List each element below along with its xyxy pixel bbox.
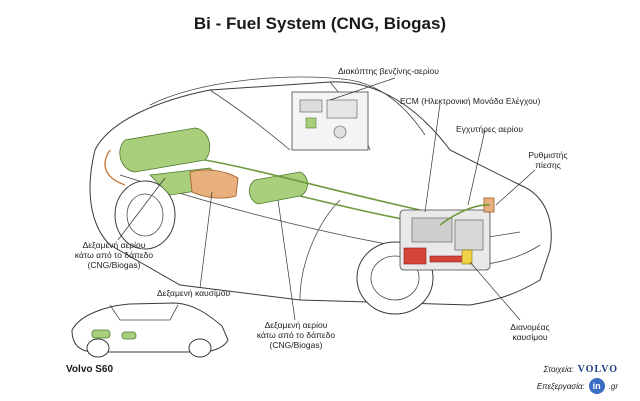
credit-data: Στοιχεία: VOLVO: [544, 364, 618, 375]
credit-processing-label: Επεξεργασία:: [536, 381, 585, 391]
label-fuel-gas-switch: Διακόπτης βενζίνης-αερίου: [338, 66, 439, 76]
label-ecm: ECM (Ηλεκτρονική Μονάδα Ελέγχου): [400, 96, 541, 106]
label-fuel-distributor: Διανομέας καυσίμου: [510, 322, 550, 342]
inset-car: [71, 302, 229, 358]
credit-data-label: Στοιχεία:: [543, 365, 574, 374]
credit-processing-suffix: .gr: [608, 381, 618, 391]
label-pressure-regulator: Ρυθμιστής πίεσης: [528, 150, 568, 170]
credit-processing: Επεξεργασία: in .gr: [537, 378, 618, 394]
in-gr-logo-icon: in: [588, 378, 605, 394]
label-gas-tank-left: Δεξαμενή αερίου κάτω από το δάπεδο (CNG/…: [74, 240, 154, 270]
volvo-logo: VOLVO: [577, 364, 618, 375]
switch-inset: [291, 91, 369, 151]
car-model: Volvo S60: [66, 364, 114, 375]
engine: [399, 197, 495, 271]
leader-lines: [117, 77, 536, 321]
label-gas-tank-center: Δεξαμενή αερίου κάτω από το δάπεδο (CNG/…: [256, 320, 336, 350]
diagram-title: Bi - Fuel System (CNG, Biogas): [193, 14, 447, 33]
label-fuel-tank: Δεξαμενή καυσίμου: [157, 288, 231, 298]
fuel-tank: [189, 169, 239, 199]
label-gas-injectors: Εγχυτήρες αερίου: [456, 124, 523, 134]
